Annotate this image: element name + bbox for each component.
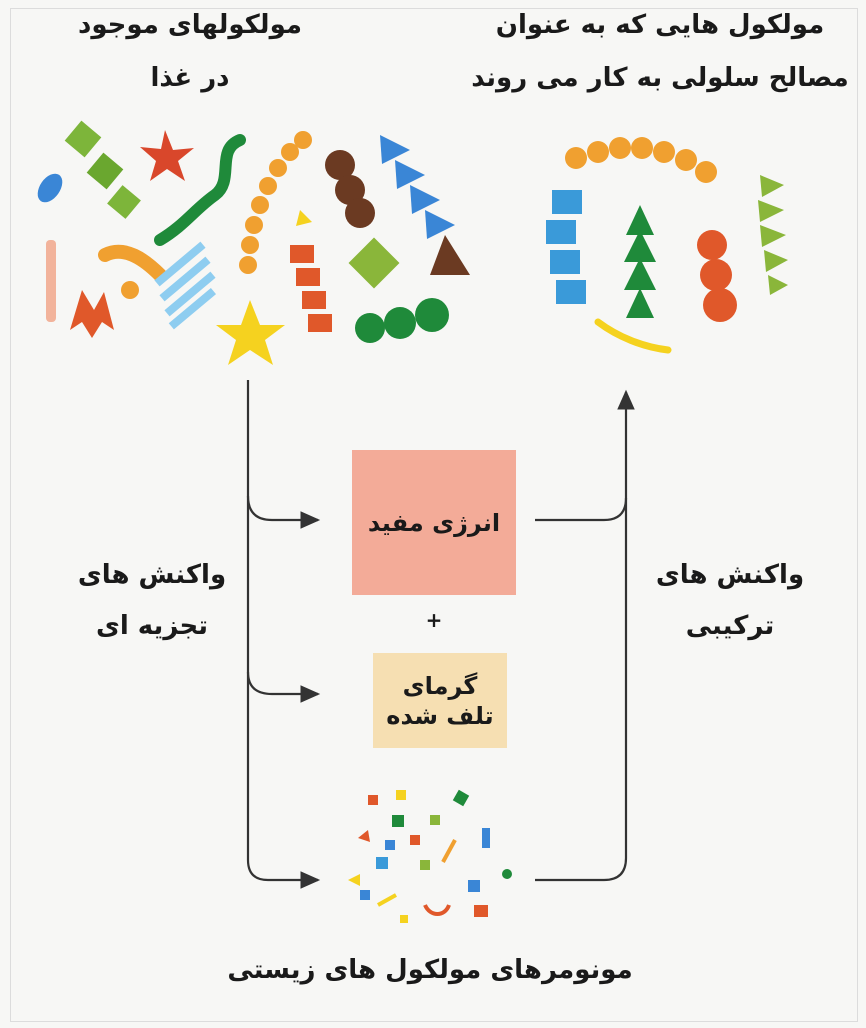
plus-sign: + xyxy=(425,608,443,632)
useful-energy-box: انرژی مفید xyxy=(352,450,516,595)
useful-energy-label: انرژی مفید xyxy=(367,508,501,537)
cell-molecules-label: مولکول هایی که به عنوان مصالح سلولی به ک… xyxy=(460,10,860,94)
wasted-heat-line1: گرمای xyxy=(402,671,478,700)
monomers-label: مونومرهای مولکول های زیستی xyxy=(227,955,633,985)
wasted-heat-box: گرمای تلف شده xyxy=(373,653,507,748)
synthesis-arrows xyxy=(535,389,635,882)
breakdown-line2: تجزیه ای xyxy=(96,611,208,642)
food-molecules-label: مولکولهای موجود در غذا xyxy=(60,10,320,94)
food-molecules-line2: در غذا xyxy=(150,63,230,94)
cell-molecules-line1: مولکول هایی که به عنوان xyxy=(495,10,825,40)
monomers-cluster xyxy=(348,789,512,923)
breakdown-line1: واکنش های xyxy=(77,560,227,590)
synthesis-line2: ترکیبی xyxy=(685,611,775,642)
food-molecules-line1: مولکولهای موجود xyxy=(78,10,302,40)
synthesis-reactions-label: واکنش های ترکیبی xyxy=(640,560,820,642)
wasted-heat-line2: تلف شده xyxy=(386,701,494,730)
cell-molecules-line2: مصالح سلولی به کار می روند xyxy=(471,63,849,94)
breakdown-arrows xyxy=(246,380,321,889)
food-molecules-cluster xyxy=(37,120,470,365)
synthesis-line1: واکنش های xyxy=(655,560,805,590)
breakdown-reactions-label: واکنش های تجزیه ای xyxy=(62,560,242,642)
cell-molecules-cluster xyxy=(546,137,788,354)
